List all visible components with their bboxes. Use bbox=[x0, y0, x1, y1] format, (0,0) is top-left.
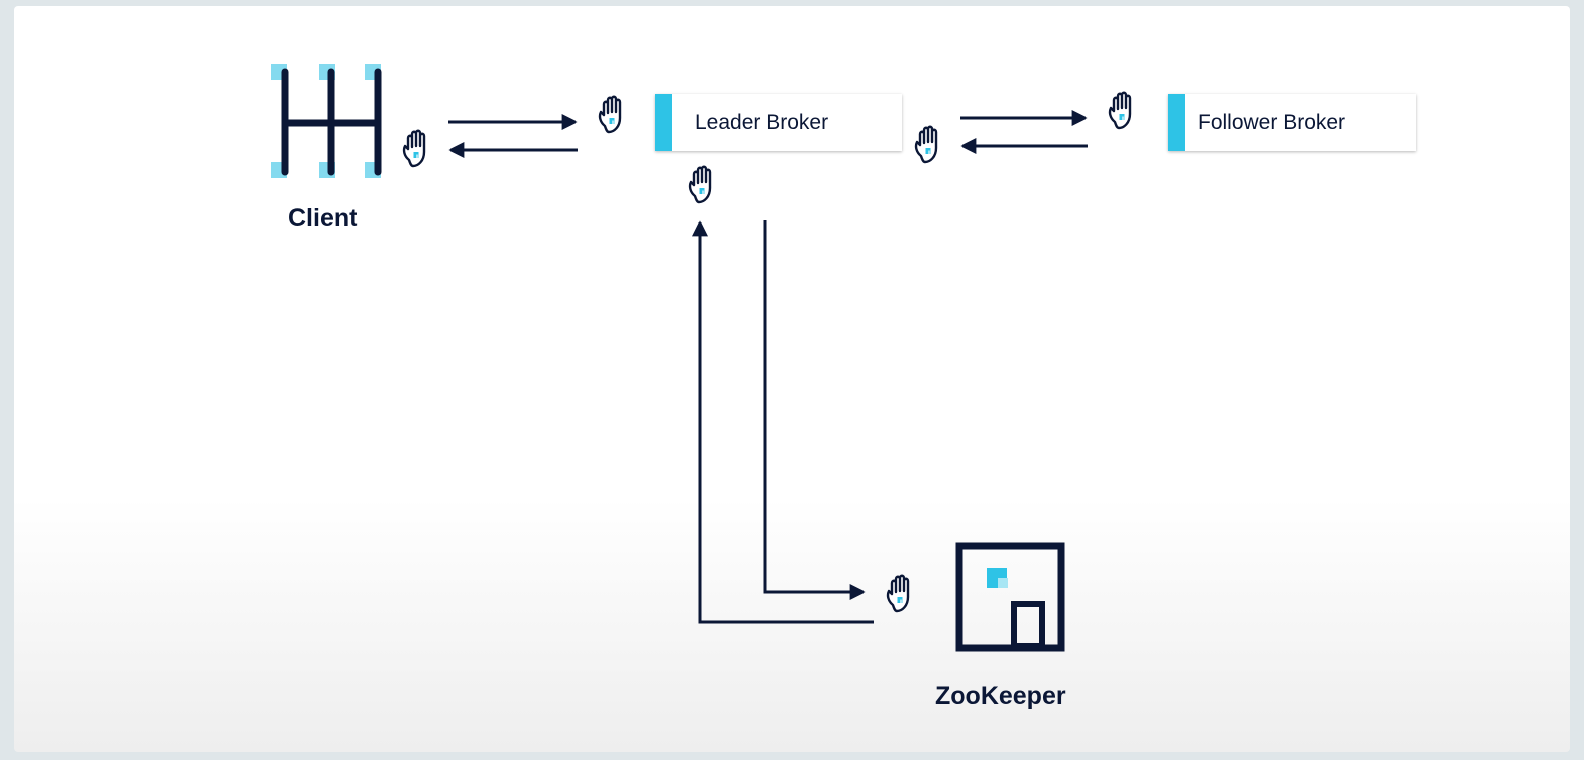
client-label: Client bbox=[288, 204, 358, 232]
follower-broker-accent-bar bbox=[1168, 94, 1185, 151]
hand-icon bbox=[598, 95, 622, 134]
zookeeper-label: ZooKeeper bbox=[935, 682, 1066, 710]
hand-icon bbox=[402, 129, 426, 168]
zookeeper-building-icon bbox=[955, 542, 1065, 652]
leader-broker-label: Leader Broker bbox=[695, 110, 829, 134]
hand-icon bbox=[688, 165, 712, 204]
hand-icon bbox=[1108, 91, 1132, 130]
zookeeper-to-leader-arrow bbox=[692, 220, 874, 624]
hand-icon bbox=[914, 125, 938, 164]
leader-broker-box: Leader Broker bbox=[655, 94, 902, 151]
hand-icon bbox=[886, 574, 910, 613]
follower-broker-label: Follower Broker bbox=[1198, 110, 1346, 134]
leader-to-zookeeper-arrow bbox=[763, 220, 866, 600]
follower-broker-box: Follower Broker bbox=[1168, 94, 1416, 151]
client-rack-icon bbox=[271, 64, 382, 178]
leader-broker-accent-bar bbox=[655, 94, 672, 151]
